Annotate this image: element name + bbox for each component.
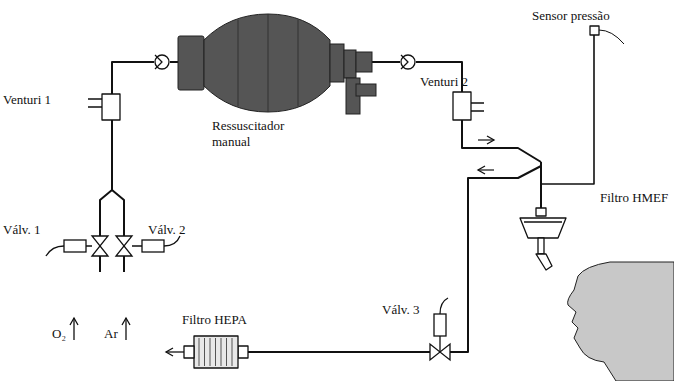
flow-arrow-out: [478, 169, 494, 170]
venturi-1: [102, 94, 120, 120]
expiratory-line: [450, 166, 541, 352]
gas-label: Ar: [104, 326, 118, 342]
valve-label: Válv. 2: [148, 222, 185, 238]
inlet-pipe: [112, 62, 178, 94]
air-inlet-arrow: [125, 318, 126, 340]
venturi-2: [453, 92, 471, 120]
valve-1: [46, 236, 108, 256]
hepa-filter: [184, 336, 248, 368]
sensor-label: Sensor pressão: [532, 8, 610, 24]
check-valve-2: [401, 55, 415, 69]
valve-label: Válv. 3: [382, 302, 419, 318]
manual-resuscitator: [178, 14, 376, 114]
inspiratory-line: [462, 120, 541, 162]
venturi-label: Venturi 1: [3, 92, 51, 108]
valve-2: [116, 236, 180, 256]
valve-3: [430, 298, 450, 360]
hmef-filter: [520, 208, 566, 270]
air-pipe: [112, 190, 124, 272]
flow-arrow-in: [478, 139, 494, 140]
patient-face: [568, 262, 674, 381]
exhaust-pipe: [246, 351, 430, 353]
pressure-sensor: [590, 26, 599, 35]
exhaust-arrow: [166, 351, 184, 352]
gas-label: O₂: [52, 326, 66, 342]
sensor-line: [541, 35, 594, 184]
patient-line: [540, 162, 542, 214]
filter-label: Filtro HMEF: [600, 190, 668, 206]
valve-label: Válv. 1: [3, 222, 40, 238]
o2-inlet-arrow: [73, 318, 74, 340]
check-valve-1: [155, 55, 169, 69]
venturi-label: Venturi 2: [420, 74, 468, 90]
device-label: Ressuscitador manual: [212, 118, 304, 150]
filter-label: Filtro HEPA: [182, 312, 247, 328]
